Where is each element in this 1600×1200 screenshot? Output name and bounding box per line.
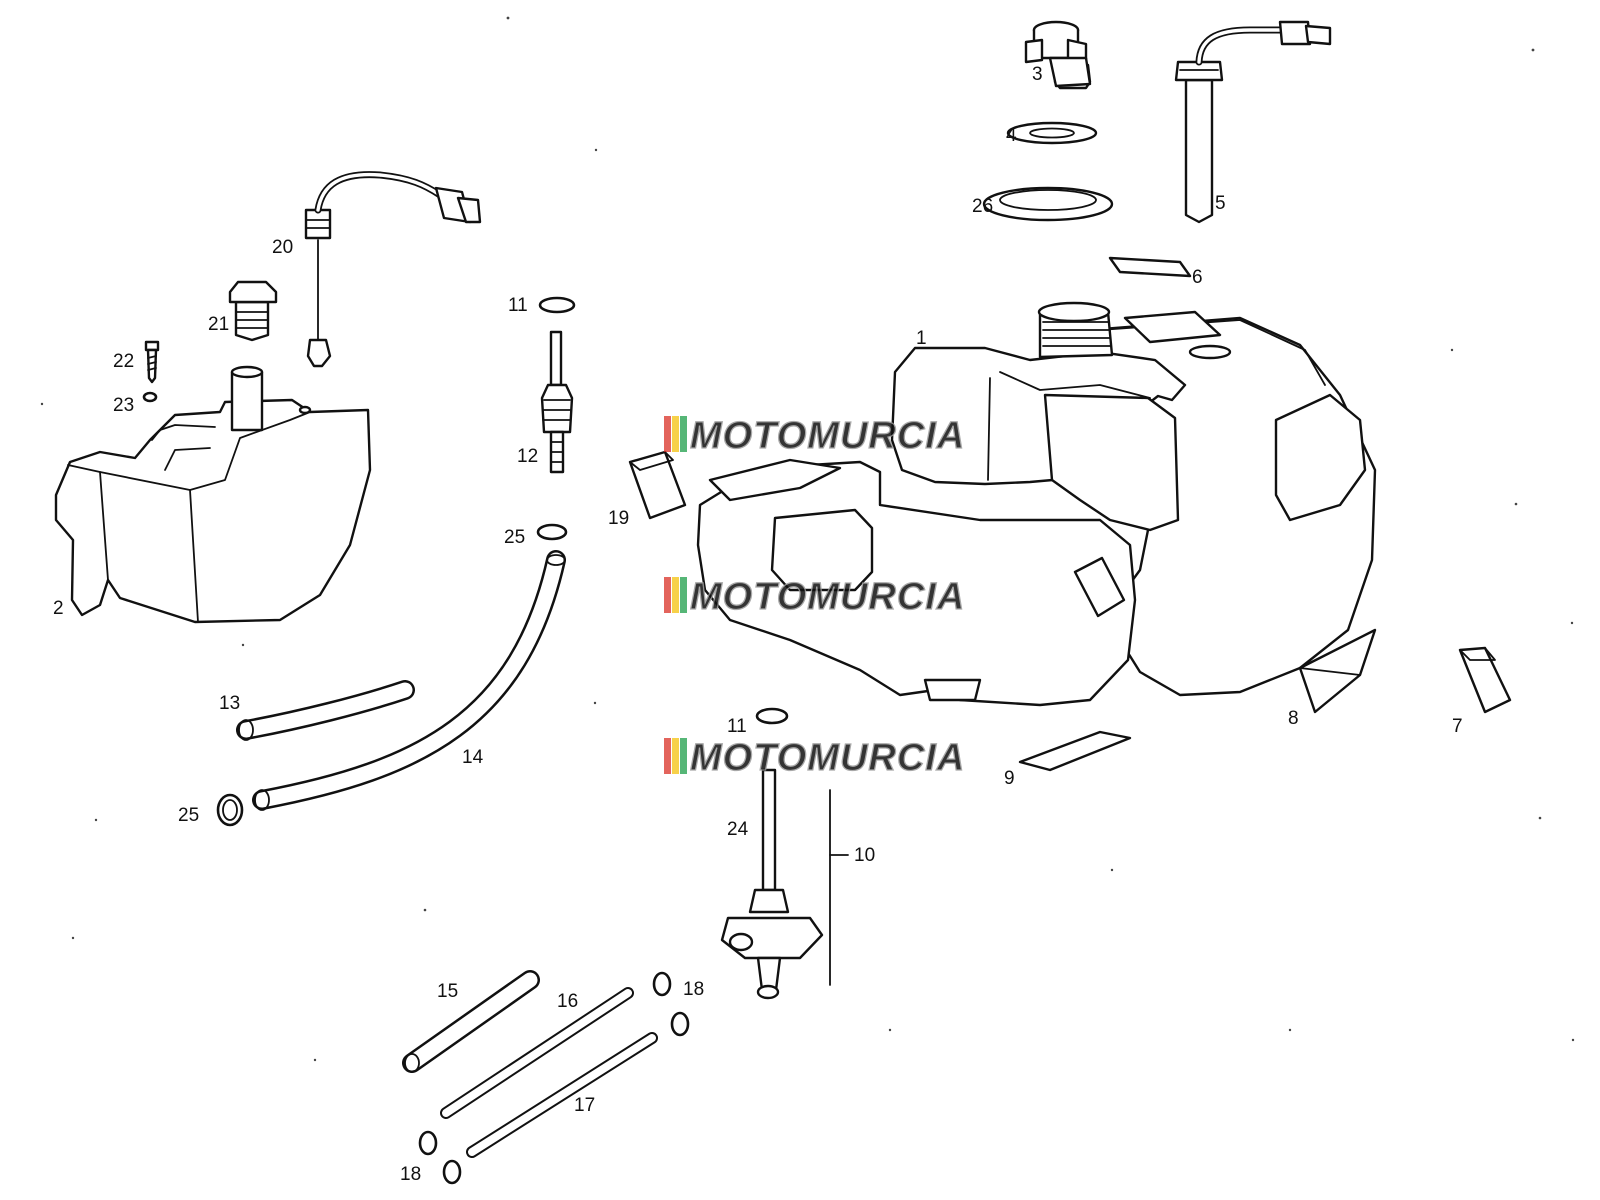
hose-15 (402, 970, 540, 1073)
rubber-pad-8 (1298, 628, 1377, 714)
washer (142, 391, 158, 403)
callout-19: 19 (608, 508, 629, 529)
hose-14 (252, 550, 566, 811)
callout-11a: 11 (508, 295, 528, 316)
callout-18b: 18 (400, 1164, 421, 1185)
oil-filter (540, 330, 574, 474)
callout-8: 8 (1288, 708, 1299, 729)
hose-clamp-25b (216, 793, 244, 827)
hose-clamp-18a (652, 971, 690, 1037)
callout-16: 16 (557, 991, 578, 1012)
hose-17 (466, 1032, 658, 1158)
gasket (1006, 121, 1098, 145)
callout-3: 3 (1032, 64, 1043, 85)
fuel-tap-assembly (720, 768, 849, 1000)
hose-13 (236, 680, 415, 741)
callout-7: 7 (1452, 716, 1463, 737)
callouts: 1 2 3 4 5 6 7 8 9 10 11 11 12 13 14 15 1… (53, 64, 1463, 1185)
callout-17: 17 (574, 1095, 595, 1116)
rubber-pad-19 (628, 450, 687, 520)
callout-15: 15 (437, 981, 458, 1002)
callout-18a: 18 (683, 979, 704, 1000)
watermark-middle: MOTOMURCIA (664, 575, 965, 619)
fuel-tank (696, 301, 1377, 707)
seal-ring (982, 186, 1114, 222)
callout-14: 14 (462, 747, 484, 768)
callout-6: 6 (1192, 267, 1203, 288)
callout-10: 10 (854, 845, 875, 866)
rubber-pad-9 (1018, 730, 1132, 772)
callout-12: 12 (517, 446, 538, 467)
callout-11b: 11 (727, 716, 747, 737)
rubber-pad-7 (1458, 646, 1512, 714)
callout-20: 20 (272, 237, 293, 258)
oil-tank-cap (228, 280, 278, 342)
watermark-top: MOTOMURCIA (664, 414, 965, 458)
hose-16 (440, 987, 634, 1119)
callout-4: 4 (1006, 125, 1017, 146)
hose-clamp-25a (536, 523, 568, 541)
callout-21: 21 (208, 314, 229, 335)
hose-clamp-18b (418, 1130, 462, 1185)
callout-9: 9 (1004, 768, 1015, 789)
callout-2: 2 (53, 598, 64, 619)
filler-cap (1024, 20, 1092, 90)
hose-clamp-11b (755, 707, 789, 725)
callout-1: 1 (916, 328, 927, 349)
print-specks (40, 16, 1575, 1062)
fuel-level-sender (1174, 20, 1332, 224)
screw (144, 340, 160, 384)
watermark-bottom: MOTOMURCIA (664, 736, 965, 780)
callout-23: 23 (113, 395, 134, 416)
svg-text:MOTOMURCIA: MOTOMURCIA (690, 415, 965, 457)
callout-25a: 25 (504, 527, 525, 548)
svg-text:MOTOMURCIA: MOTOMURCIA (690, 576, 965, 618)
rubber-pad-6 (1108, 256, 1192, 278)
callout-5: 5 (1215, 193, 1226, 214)
callout-22: 22 (113, 351, 134, 372)
callout-24: 24 (727, 819, 749, 840)
callout-13: 13 (219, 693, 240, 714)
callout-25b: 25 (178, 805, 199, 826)
svg-text:MOTOMURCIA: MOTOMURCIA (690, 737, 965, 779)
hose-clamp-11a (538, 296, 576, 314)
oil-level-sensor (304, 171, 482, 368)
oil-tank (54, 365, 372, 624)
callout-26: 26 (972, 196, 993, 217)
